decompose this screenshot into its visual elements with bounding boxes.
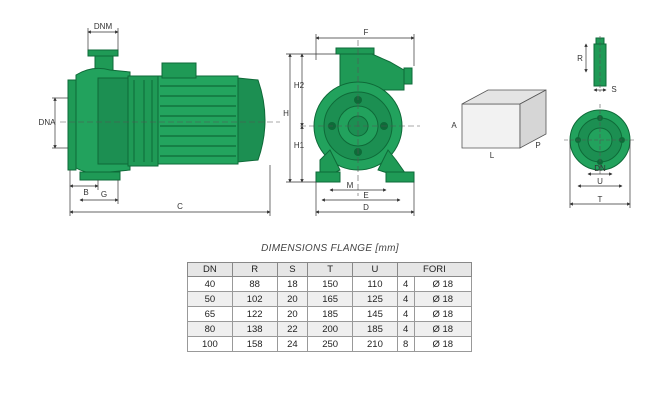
technical-drawing: DNM DNA B G C F H H1 H2 M E D (39, 22, 636, 216)
label-g: G (101, 190, 107, 199)
table-cell: 88 (231, 276, 278, 292)
table-cell: Ø 18 (413, 321, 473, 337)
label-h1: H1 (294, 141, 305, 150)
table-cell: 8 (396, 336, 415, 352)
table-cell: 138 (231, 321, 278, 337)
table-cell: Ø 18 (413, 306, 473, 322)
table-cell: 150 (307, 276, 354, 292)
label-dn: DN (594, 164, 606, 173)
header-dn: DN (187, 262, 233, 277)
table-cell: 80 (187, 321, 233, 337)
table-title: DIMENSIONS FLANGE [mm] (261, 243, 399, 254)
table-header-row: DN R S T U FORI (187, 262, 473, 277)
table-cell: 250 (307, 336, 354, 352)
table-cell: 4 (396, 291, 415, 307)
label-dna: DNA (39, 118, 57, 127)
flange-dimensions-table: DN R S T U FORI 40 88 18 150 110 4 Ø 18 … (187, 262, 473, 352)
label-m: M (347, 181, 354, 190)
table-cell: 185 (352, 321, 398, 337)
label-p: P (535, 141, 540, 150)
table-cell: 122 (231, 306, 278, 322)
packaging-box (461, 89, 547, 149)
label-c: C (177, 202, 183, 211)
side-view-dimensions (52, 28, 271, 216)
table-cell: 4 (396, 276, 415, 292)
header-u: U (352, 262, 398, 277)
label-b: B (83, 188, 88, 197)
table-cell: 145 (352, 306, 398, 322)
table-cell: 165 (307, 291, 354, 307)
table-cell: 22 (276, 321, 309, 337)
table-cell: Ø 18 (413, 291, 473, 307)
header-s: S (276, 262, 309, 277)
label-s: S (611, 85, 616, 94)
table-row: 65 122 20 185 145 4 Ø 18 (187, 306, 473, 322)
table-cell: 102 (231, 291, 278, 307)
label-dnm: DNM (94, 22, 113, 31)
table-row: 100 158 24 250 210 8 Ø 18 (187, 336, 473, 352)
table-cell: 185 (307, 306, 354, 322)
label-d: D (363, 203, 369, 212)
header-r: R (231, 262, 278, 277)
table-row: 40 88 18 150 110 4 Ø 18 (187, 276, 473, 292)
pump-side-view (60, 49, 280, 181)
label-f: F (364, 28, 369, 37)
label-h2: H2 (294, 81, 305, 90)
table-cell: Ø 18 (413, 276, 473, 292)
table-cell: 4 (396, 321, 415, 337)
table-cell: 110 (352, 276, 398, 292)
flange-dimensions (569, 43, 631, 208)
pump-front-view (300, 40, 420, 196)
table-cell: 20 (276, 306, 309, 322)
table-cell: 24 (276, 336, 309, 352)
table-cell: 40 (187, 276, 233, 292)
table-cell: 125 (352, 291, 398, 307)
header-t: T (307, 262, 354, 277)
label-r: R (577, 54, 583, 63)
label-u: U (597, 177, 603, 186)
flange-detail (564, 36, 636, 176)
label-h: H (283, 109, 289, 118)
table-row: 80 138 22 200 185 4 Ø 18 (187, 321, 473, 337)
label-t: T (598, 195, 603, 204)
table-cell: 50 (187, 291, 233, 307)
table-cell: 18 (276, 276, 309, 292)
label-e: E (363, 191, 368, 200)
label-l: L (490, 151, 495, 160)
label-a: A (451, 121, 457, 130)
front-view-dimensions (286, 34, 415, 216)
table-cell: 158 (231, 336, 278, 352)
table-cell: 4 (396, 306, 415, 322)
table-cell: 210 (352, 336, 398, 352)
table-row: 50 102 20 165 125 4 Ø 18 (187, 291, 473, 307)
table-cell: 200 (307, 321, 354, 337)
table-cell: 100 (187, 336, 233, 352)
table-cell: 20 (276, 291, 309, 307)
header-fori: FORI (396, 262, 473, 277)
table-cell: Ø 18 (413, 336, 473, 352)
table-cell: 65 (187, 306, 233, 322)
